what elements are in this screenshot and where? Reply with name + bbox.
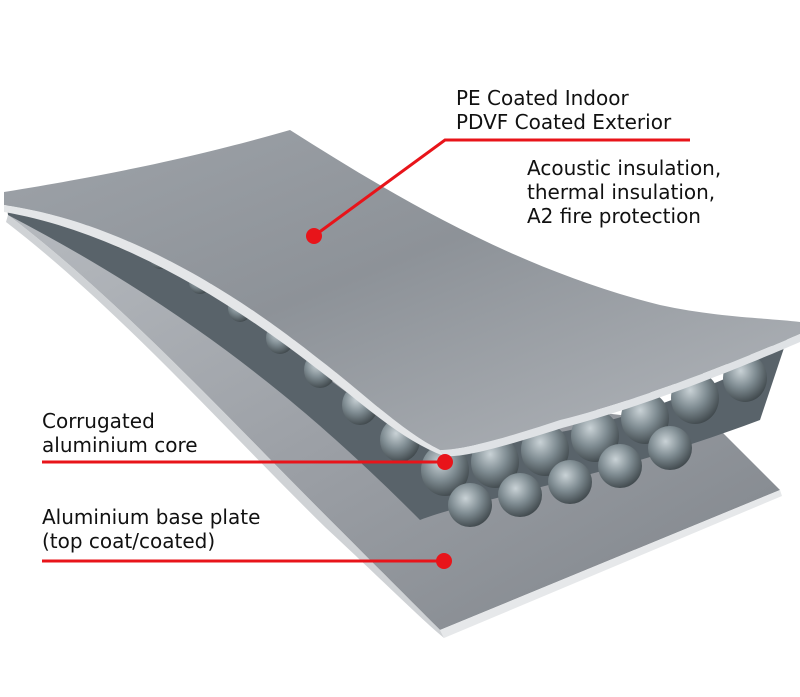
insulation-label-line2: thermal insulation, [527, 180, 716, 204]
insulation-label-line3: A2 fire protection [527, 204, 701, 228]
base-label-line2: (top coat/coated) [42, 529, 216, 553]
base-plate-side [6, 215, 444, 638]
coating-label-line2: PDVF Coated Exterior [456, 110, 672, 134]
insulation-label-line1: Acoustic insulation, [527, 156, 722, 180]
pointer-dot-core [437, 454, 453, 470]
pointer-core [42, 454, 453, 470]
pointer-dot-coating [306, 228, 322, 244]
base-plate-edge [440, 490, 782, 638]
top-sheet-edge [4, 205, 444, 456]
core-label-line1: Corrugated [42, 409, 155, 433]
core-label-line2: aluminium core [42, 433, 198, 457]
top-sheet [4, 130, 800, 450]
pointer-coating [306, 138, 690, 244]
pointer-base [42, 553, 452, 569]
coating-label: PE Coated Indoor PDVF Coated Exterior [456, 86, 671, 134]
pointer-dot-base [436, 553, 452, 569]
pointer-line-coating [313, 138, 690, 238]
core-label: Corrugated aluminium core [42, 409, 198, 457]
coating-label-line1: PE Coated Indoor [456, 86, 629, 110]
insulation-label: Acoustic insulation, thermal insulation,… [527, 156, 721, 228]
core-bumps [35, 202, 767, 527]
base-label-line1: Aluminium base plate [42, 505, 261, 529]
base-label: Aluminium base plate (top coat/coated) [42, 505, 260, 553]
